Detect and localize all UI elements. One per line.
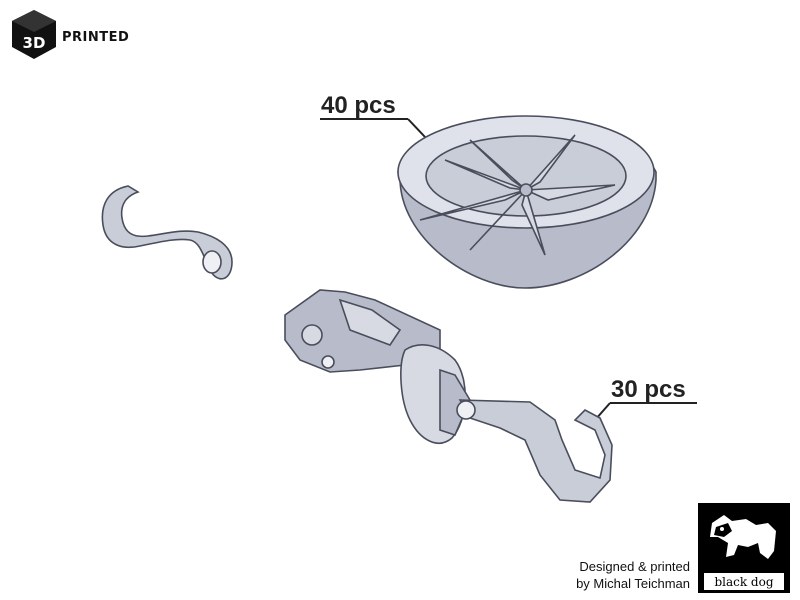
callout-leader-40: [320, 118, 426, 138]
3d-printed-logo: 3D PRINTED: [10, 8, 130, 62]
s-hook-part: [101, 185, 233, 280]
quantity-label-hook: 30 pcs: [611, 376, 686, 403]
cube-text: 3D: [23, 34, 46, 52]
quantity-label-star-bowl: 40 pcs: [321, 92, 396, 119]
star-bowl-part: [397, 115, 657, 289]
credit-line-1: Designed & printed: [579, 559, 690, 574]
dog-icon: [710, 515, 776, 559]
coupling-hook-part: [284, 289, 613, 503]
logo-label: PRINTED: [62, 30, 130, 45]
callout-leader-30: [594, 402, 697, 421]
brand-plate: [704, 573, 784, 590]
credit-line-2: by Michal Teichman: [576, 576, 690, 591]
black-dog-logo: black dog: [698, 503, 790, 593]
designer-credit: Designed & printed by Michal Teichman: [576, 558, 690, 592]
brand-name: black dog: [714, 575, 774, 589]
cube-icon: 3D: [12, 10, 56, 59]
